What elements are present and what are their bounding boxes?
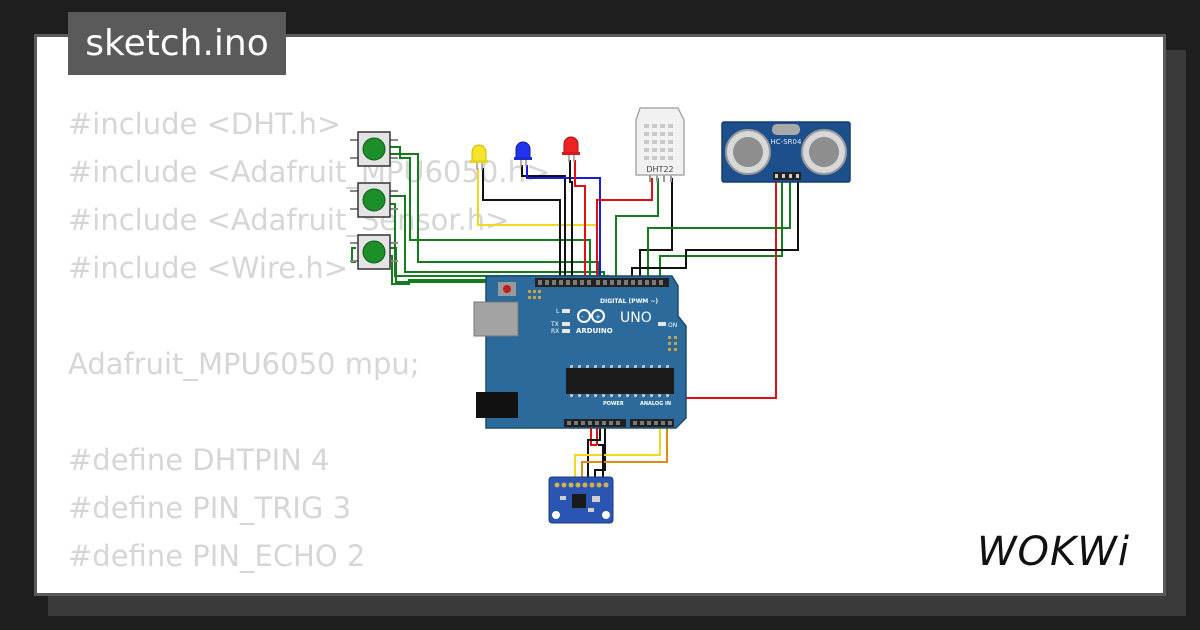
wire-green (647, 180, 791, 281)
led-yellow[interactable] (470, 144, 488, 170)
wire-black (598, 444, 604, 480)
code-line: Adafruit_MPU6050 mpu; (68, 347, 420, 381)
hc-sr04-label: HC-SR04 (771, 138, 802, 146)
file-tab-sketch[interactable]: sketch.ino (68, 12, 286, 75)
push-button[interactable] (350, 131, 398, 167)
wire-green (351, 247, 356, 263)
wire-green (390, 247, 565, 283)
led-red[interactable] (562, 136, 580, 162)
code-line: #include <Adafruit_Sensor.h> (68, 203, 510, 237)
svg-text:-: - (581, 313, 584, 321)
code-line: #include <Wire.h> (68, 251, 349, 285)
led-label-l: L (556, 308, 560, 315)
wokwi-logo: WOKWi (977, 529, 1130, 575)
wire-black (631, 180, 799, 281)
on-label: ON (668, 322, 677, 329)
code-line: #define PIN_ECHO 2 (68, 539, 366, 573)
dht22-sensor[interactable]: DHT22 (635, 107, 685, 182)
wire-green (390, 255, 560, 285)
dht22-label: DHT22 (646, 165, 673, 174)
arduino-uno-board[interactable]: DIGITAL (PWM ~) L TX RX - + ARDUINO UNO … (473, 275, 687, 429)
wire-black (521, 165, 566, 281)
arduino-logo-icon (577, 309, 605, 323)
wire-green (659, 180, 783, 281)
mpu6050-module[interactable] (548, 476, 614, 524)
wire-green (390, 203, 609, 281)
wire-yellow (574, 425, 661, 478)
wire-green (390, 146, 591, 281)
wire-black (639, 178, 673, 281)
push-button[interactable] (350, 234, 398, 270)
wire-black (482, 168, 561, 281)
svg-text:+: + (595, 313, 601, 321)
code-line: #define PIN_TRIG 3 (68, 491, 352, 525)
code-line: #include <DHT.h> (68, 107, 342, 141)
hc-sr04-sensor[interactable]: HC-SR04 (721, 121, 851, 183)
wire-orange (581, 425, 668, 478)
wire-red (574, 160, 586, 281)
wire-yellow (477, 168, 598, 281)
digital-label: DIGITAL (PWM ~) (600, 298, 658, 305)
push-button[interactable] (350, 182, 398, 218)
wire-black (594, 425, 606, 480)
wire-blue (526, 165, 601, 281)
analog-label: ANALOG IN (640, 401, 671, 407)
wire-black (587, 425, 601, 478)
brand-label: ARDUINO (576, 327, 613, 335)
wokwi-logo-text: WOKWi (977, 529, 1130, 575)
wire-green (615, 178, 659, 281)
wire-black (569, 160, 573, 281)
code-line: #define DHTPIN 4 (68, 443, 330, 477)
model-label: UNO (620, 310, 652, 326)
wire-red (590, 425, 597, 446)
wire-green (390, 153, 599, 281)
power-label: POWER (603, 401, 624, 407)
led-label-rx: RX (551, 328, 559, 335)
led-label-tx: TX (550, 321, 559, 328)
led-blue[interactable] (514, 141, 532, 167)
